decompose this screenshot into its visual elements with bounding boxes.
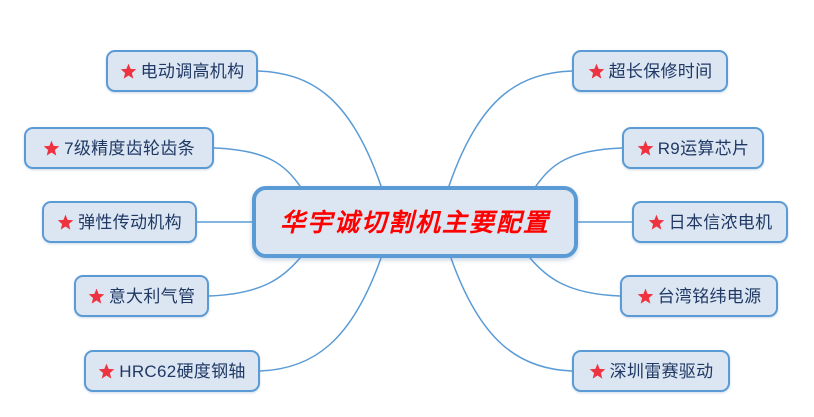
branch-node-label: 弹性传动机构: [78, 212, 182, 232]
center-node[interactable]: 华宇诚切割机主要配置: [252, 186, 578, 258]
red-star-icon: [648, 214, 665, 231]
branch-node[interactable]: 超长保修时间: [572, 50, 728, 92]
branch-node-label: 7级精度齿轮齿条: [64, 138, 195, 158]
connector-line: [448, 70, 573, 187]
red-star-icon: [637, 288, 654, 305]
red-star-icon: [588, 63, 605, 80]
branch-node[interactable]: 意大利气管: [74, 275, 209, 317]
red-star-icon: [589, 363, 606, 380]
connector-line: [450, 257, 573, 372]
branch-node-label: 超长保修时间: [608, 61, 713, 81]
red-star-icon: [637, 140, 654, 157]
red-star-icon: [120, 63, 137, 80]
branch-node[interactable]: HRC62硬度钢轴: [84, 350, 260, 392]
branch-node[interactable]: 电动调高机构: [106, 50, 258, 92]
center-node-label: 华宇诚切割机主要配置: [279, 207, 550, 237]
branch-node-label: 台湾铭纬电源: [657, 286, 762, 306]
connector-line: [208, 257, 301, 297]
connector-line: [213, 147, 301, 187]
branch-node-label: 电动调高机构: [140, 61, 245, 81]
red-star-icon: [98, 363, 115, 380]
branch-node[interactable]: 弹性传动机构: [42, 201, 197, 243]
branch-node[interactable]: 深圳雷赛驱动: [572, 350, 730, 392]
red-star-icon: [57, 214, 74, 231]
connector-line: [259, 257, 382, 372]
branch-node-label: 日本信浓电机: [668, 212, 773, 232]
red-star-icon: [43, 140, 60, 157]
branch-node-label: 意大利气管: [108, 286, 196, 306]
connector-line: [535, 147, 623, 187]
branch-node-label: HRC62硬度钢轴: [119, 361, 246, 381]
branch-node-label: 深圳雷赛驱动: [609, 361, 714, 381]
branch-node[interactable]: 台湾铭纬电源: [620, 275, 778, 317]
connector-line: [257, 70, 382, 187]
connector-line: [529, 257, 621, 297]
branch-node[interactable]: 7级精度齿轮齿条: [24, 127, 214, 169]
branch-node-label: R9运算芯片: [657, 138, 750, 158]
branch-node[interactable]: R9运算芯片: [622, 127, 764, 169]
branch-node[interactable]: 日本信浓电机: [632, 201, 788, 243]
red-star-icon: [88, 288, 105, 305]
